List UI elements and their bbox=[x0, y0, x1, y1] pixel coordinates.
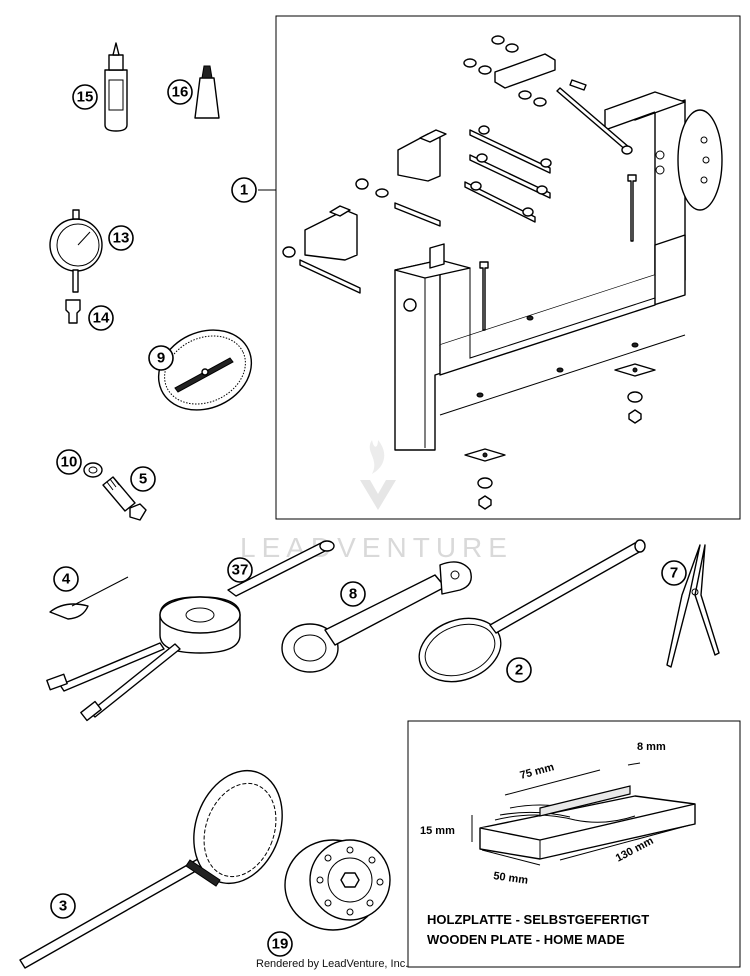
svg-text:9: 9 bbox=[157, 350, 165, 367]
svg-text:14: 14 bbox=[93, 310, 110, 327]
item-13-dial-gauge bbox=[49, 209, 103, 293]
item-4-piston-pin-tool bbox=[49, 576, 129, 620]
item-9-degree-disc bbox=[157, 329, 253, 411]
svg-text:13: 13 bbox=[113, 230, 130, 247]
item-2-holding-tool bbox=[418, 539, 646, 683]
callout-5[interactable]: 5 bbox=[130, 466, 156, 492]
item-10-sleeve bbox=[83, 462, 103, 478]
engine-stand-drawing bbox=[282, 35, 723, 510]
callouts: 1 2 3 4 5 7 8 9 10 13 14 15 16 19 37 bbox=[50, 79, 687, 957]
item-37-puller bbox=[46, 540, 335, 722]
item-3-clutch-holder bbox=[19, 769, 283, 969]
dim-depth-50: 50 mm bbox=[493, 870, 529, 887]
wooden-plate-drawing bbox=[471, 762, 696, 866]
svg-text:1: 1 bbox=[240, 182, 248, 199]
callout-14[interactable]: 14 bbox=[88, 305, 114, 331]
callout-3[interactable]: 3 bbox=[50, 893, 76, 919]
footer-credit: Rendered by LeadVenture, Inc. bbox=[256, 958, 409, 970]
item-5-special-tool bbox=[102, 476, 147, 521]
callout-4[interactable]: 4 bbox=[53, 566, 79, 592]
svg-text:7: 7 bbox=[670, 565, 678, 582]
item-8-hook-wrench bbox=[281, 561, 472, 673]
wooden-plate-inset-box bbox=[407, 720, 741, 968]
callout-10[interactable]: 10 bbox=[56, 449, 82, 475]
engine-stand-frame-box bbox=[275, 15, 741, 520]
inset-caption-german: HOLZPLATTE - SELBSTGEFERTIGT bbox=[427, 912, 649, 927]
svg-text:10: 10 bbox=[61, 454, 78, 471]
svg-text:15: 15 bbox=[77, 89, 94, 106]
svg-text:16: 16 bbox=[172, 84, 189, 101]
item-14-gauge-adapter bbox=[65, 299, 81, 324]
dim-slot-8: 8 mm bbox=[637, 741, 666, 753]
callout-9[interactable]: 9 bbox=[148, 345, 174, 371]
callout-37[interactable]: 37 bbox=[227, 557, 253, 583]
svg-text:3: 3 bbox=[59, 898, 67, 915]
callout-15[interactable]: 15 bbox=[72, 84, 98, 110]
inset-caption-english: WOODEN PLATE - HOME MADE bbox=[427, 932, 625, 947]
item-7-circlip-pliers bbox=[666, 544, 720, 668]
callout-1[interactable]: 1 bbox=[231, 177, 257, 203]
callout-13[interactable]: 13 bbox=[108, 225, 134, 251]
item-15-threadlocker-bottle bbox=[104, 42, 128, 132]
dim-width-75: 75 mm bbox=[519, 761, 556, 782]
svg-text:19: 19 bbox=[272, 936, 289, 953]
svg-text:2: 2 bbox=[515, 662, 523, 679]
svg-text:8: 8 bbox=[349, 586, 357, 603]
callout-8[interactable]: 8 bbox=[340, 581, 366, 607]
item-16-sealant-tube bbox=[194, 65, 220, 119]
callout-16[interactable]: 16 bbox=[167, 79, 193, 105]
callout-2[interactable]: 2 bbox=[506, 657, 532, 683]
callout-19[interactable]: 19 bbox=[267, 931, 293, 957]
leadventure-watermark: LEADVENTURE bbox=[240, 440, 513, 563]
watermark-text: LEADVENTURE bbox=[240, 532, 513, 563]
dim-thickness-15: 15 mm bbox=[420, 825, 455, 837]
svg-text:37: 37 bbox=[232, 562, 249, 579]
callout-7[interactable]: 7 bbox=[661, 560, 687, 586]
svg-text:4: 4 bbox=[62, 571, 71, 588]
item-19-flywheel-puller bbox=[284, 839, 391, 931]
svg-text:5: 5 bbox=[139, 471, 147, 488]
